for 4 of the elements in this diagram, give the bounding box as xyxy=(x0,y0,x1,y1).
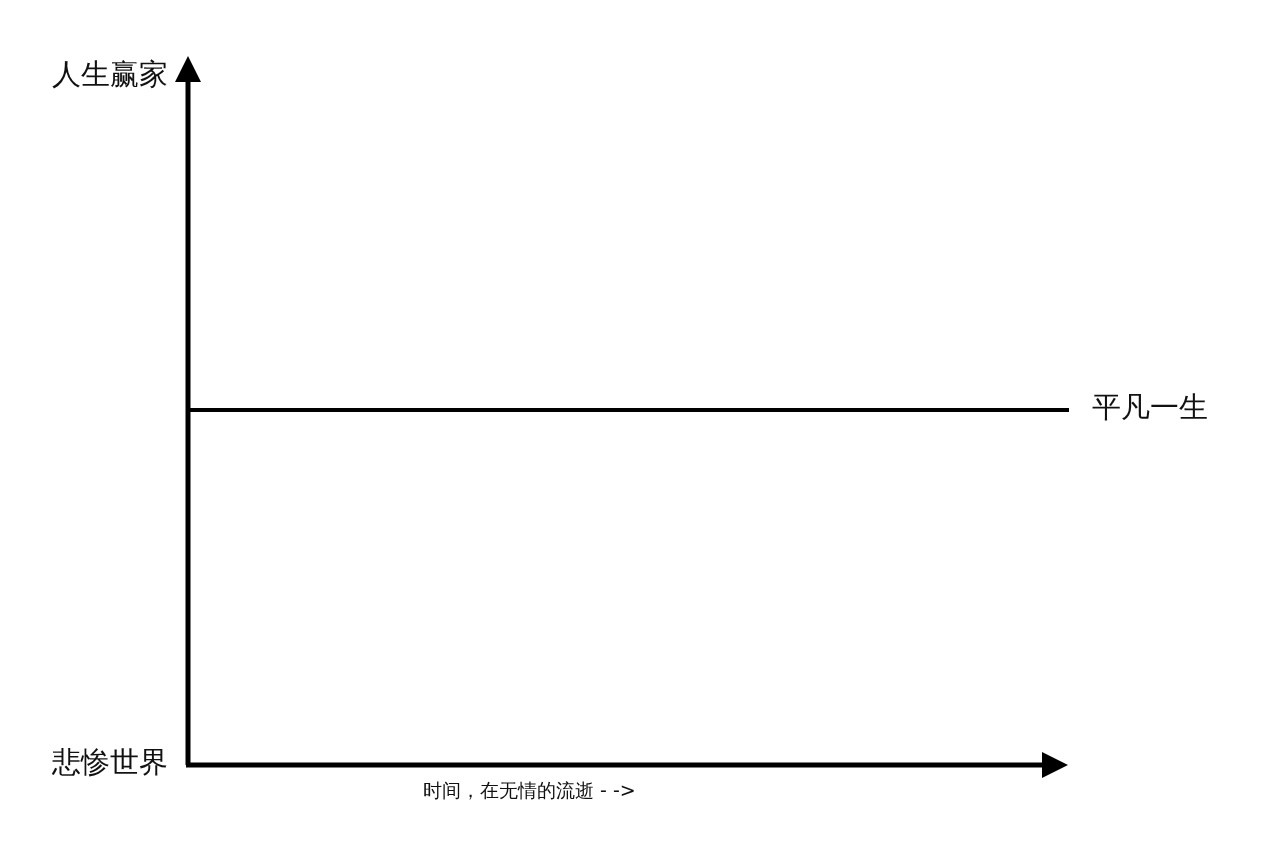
axis-title: 时间，在无情的流逝 - -> xyxy=(423,780,636,802)
line-label: 平凡一生 xyxy=(1092,391,1208,425)
axis-label: 悲惨世界 xyxy=(52,746,168,780)
axis-label: 人生赢家 xyxy=(52,58,168,92)
